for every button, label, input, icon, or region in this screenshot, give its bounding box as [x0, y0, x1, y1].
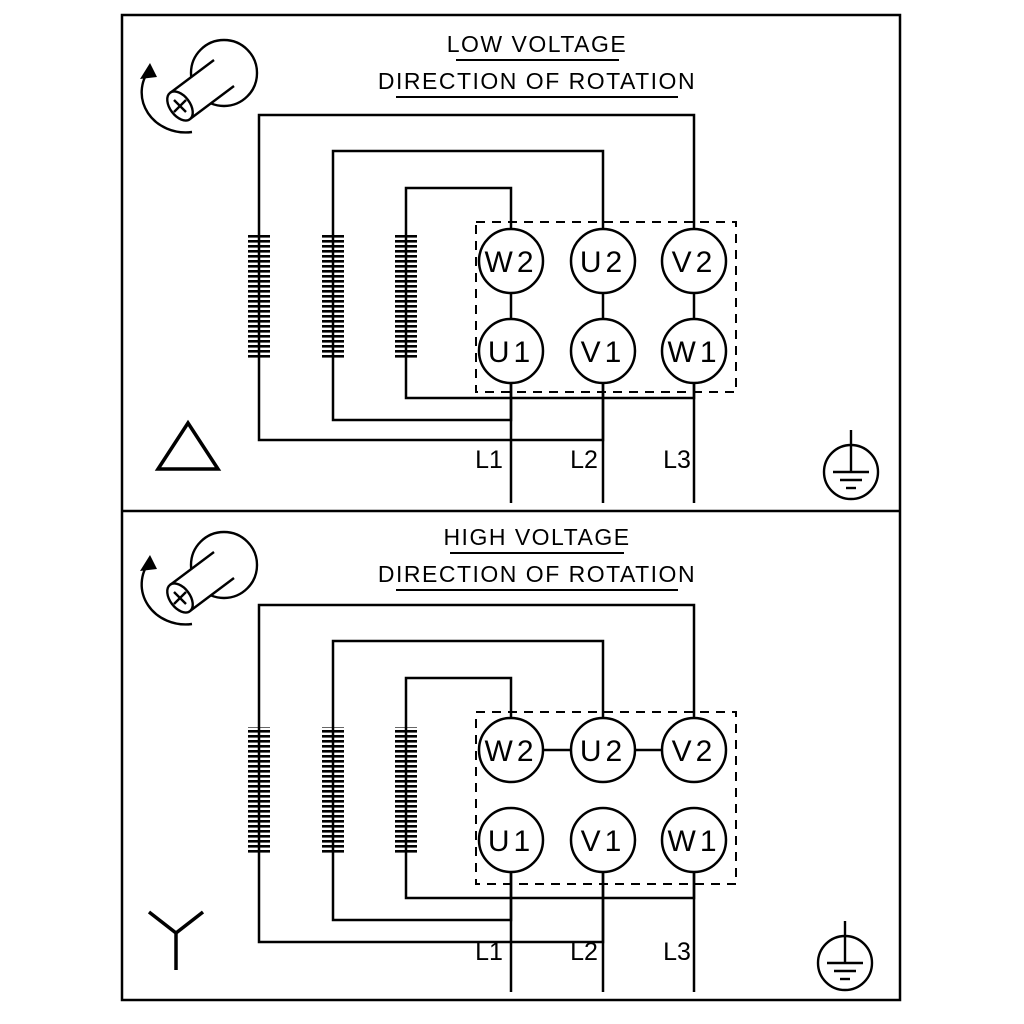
terminal-u2	[569, 227, 637, 295]
terminal-w1-label: W1	[668, 336, 721, 369]
terminal-u1-label: U1	[488, 336, 534, 369]
terminal-w1-label: W1	[668, 825, 721, 858]
supply-label-l3: L3	[663, 938, 691, 966]
terminal-u2	[569, 716, 637, 784]
terminal-w2-label: W2	[485, 246, 538, 279]
terminal-u2-label: U2	[580, 246, 626, 279]
supply-label-l2: L2	[570, 938, 598, 966]
terminal-v2-label: V2	[672, 246, 717, 279]
low-voltage-panel: LOW VOLTAGE DIRECTION OF ROTATION W2 U2 …	[138, 31, 880, 503]
direction-of-rotation-label: DIRECTION OF ROTATION	[378, 68, 696, 94]
terminal-board-outline	[475, 221, 737, 393]
star-connection-icon	[147, 910, 205, 970]
terminal-v2	[660, 716, 728, 784]
low-voltage-title: LOW VOLTAGE	[447, 31, 628, 57]
terminal-u2-label: U2	[580, 735, 626, 768]
outer-border	[120, 13, 902, 1002]
terminal-w2	[477, 716, 545, 784]
high-voltage-title: HIGH VOLTAGE	[443, 524, 630, 550]
terminal-w2	[477, 227, 545, 295]
high-voltage-panel: HIGH VOLTAGE DIRECTION OF ROTATION W2 U2…	[138, 524, 874, 992]
terminal-w1	[660, 806, 728, 874]
terminal-w2-label: W2	[485, 735, 538, 768]
supply-label-l2: L2	[570, 446, 598, 474]
delta-connection-icon	[154, 419, 222, 471]
terminal-v2	[660, 227, 728, 295]
terminal-v1	[569, 806, 637, 874]
terminal-u1	[477, 806, 545, 874]
terminal-u1-label: U1	[488, 825, 534, 858]
terminal-v1-label: V1	[581, 825, 626, 858]
terminal-board-outline	[475, 711, 737, 885]
terminal-u1	[477, 317, 545, 385]
terminal-w1	[660, 317, 728, 385]
supply-label-l3: L3	[663, 446, 691, 474]
supply-label-l1: L1	[475, 938, 503, 966]
terminal-v2-label: V2	[672, 735, 717, 768]
terminal-v1-label: V1	[581, 336, 626, 369]
terminal-v1	[569, 317, 637, 385]
direction-of-rotation-label: DIRECTION OF ROTATION	[378, 561, 696, 587]
supply-label-l1: L1	[475, 446, 503, 474]
